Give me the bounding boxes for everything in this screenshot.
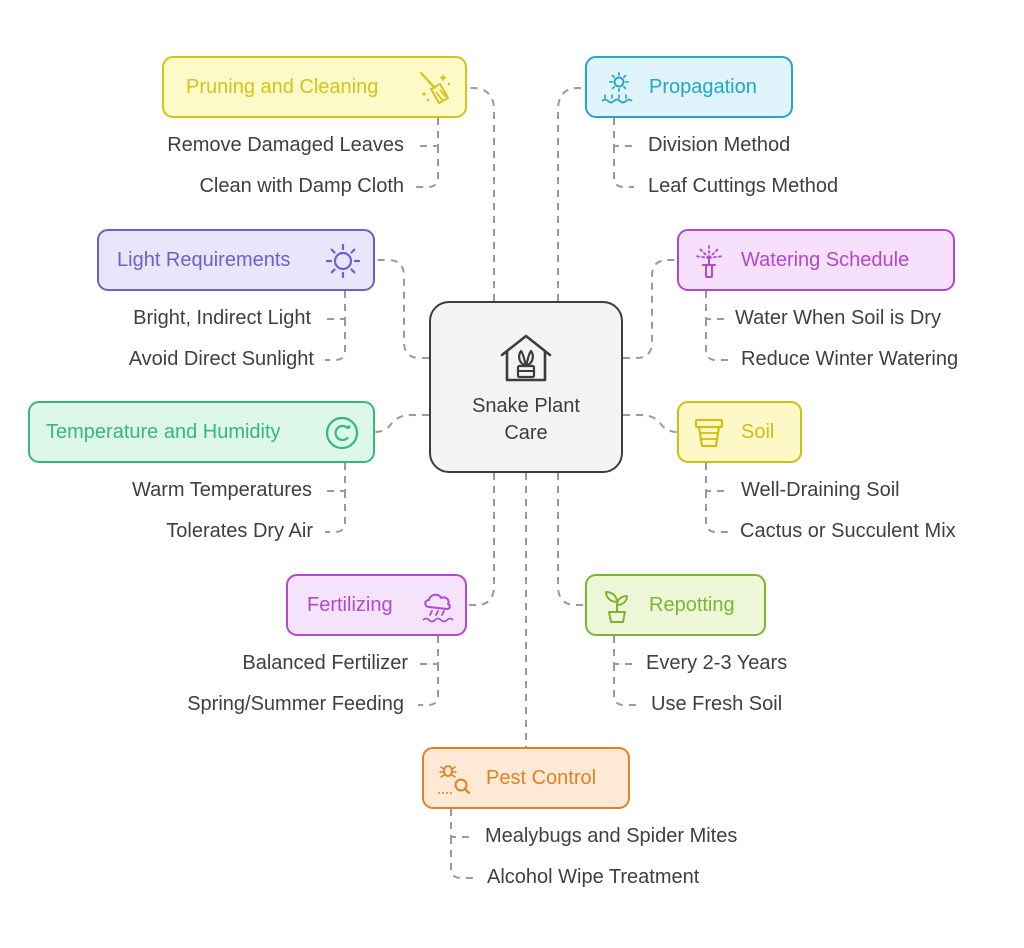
item-warm-temperatures: Warm Temperatures xyxy=(131,479,312,501)
connector-temperature-item1 xyxy=(325,463,346,492)
item-well-draining-soil: Well-Draining Soil xyxy=(741,479,900,501)
topic-label: Fertilizing xyxy=(307,593,393,616)
item-division-method: Division Method xyxy=(648,134,791,156)
item-every-2-3-years: Every 2-3 Years xyxy=(646,652,788,674)
sprinkler-icon xyxy=(691,243,727,279)
center-title-line2: Care xyxy=(504,422,548,444)
connector-watering-item2 xyxy=(705,319,728,361)
connector-fertilizing-item1 xyxy=(418,636,439,665)
item-balanced-fertilizer: Balanced Fertilizer xyxy=(242,652,408,674)
item-spring-summer-feeding: Spring/Summer Feeding xyxy=(187,693,404,715)
topic-label: Propagation xyxy=(649,75,757,98)
topic-label: Repotting xyxy=(649,593,735,616)
connector-pest-item1 xyxy=(450,809,471,838)
sprout-sun-icon xyxy=(599,70,635,106)
sun-icon xyxy=(325,243,361,279)
connector-light-item1 xyxy=(325,291,346,320)
pot-icon xyxy=(691,415,727,451)
topic-pest-control: Pest Control xyxy=(422,747,630,809)
topic-label: Light Requirements xyxy=(117,248,291,271)
connector-propagation-item2 xyxy=(613,146,634,188)
rain-cloud-icon xyxy=(420,588,456,624)
connector-pruning-item2 xyxy=(415,146,439,188)
item-water-when-soil-is-dry: Water When Soil is Dry xyxy=(735,307,941,329)
connector-fertilizing xyxy=(467,473,495,606)
item-tolerates-dry-air: Tolerates Dry Air xyxy=(166,520,313,542)
item-bright-indirect-light: Bright, Indirect Light xyxy=(133,307,311,329)
topic-fertilizing: Fertilizing xyxy=(286,574,467,636)
bug-search-icon xyxy=(436,761,472,797)
connector-propagation-item1 xyxy=(613,118,634,147)
connector-soil xyxy=(623,414,678,433)
topic-temperature-and-humidity: Temperature and Humidity xyxy=(28,401,375,463)
topic-label: Temperature and Humidity xyxy=(46,420,281,443)
connector-pruning-item1 xyxy=(415,118,439,147)
connector-pruning xyxy=(466,87,495,301)
item-cactus-or-succulent-mix: Cactus or Succulent Mix xyxy=(740,520,956,542)
connector-watering xyxy=(623,259,677,359)
connector-pest-item2 xyxy=(450,837,473,879)
item-leaf-cuttings-method: Leaf Cuttings Method xyxy=(648,175,839,197)
item-alcohol-wipe-treatment: Alcohol Wipe Treatment xyxy=(487,866,700,888)
connector-soil-item1 xyxy=(705,463,728,492)
topic-label: Watering Schedule xyxy=(741,248,910,271)
item-remove-damaged-leaves: Remove Damaged Leaves xyxy=(167,134,404,156)
center-title-line1: Snake Plant xyxy=(472,395,580,417)
item-use-fresh-soil: Use Fresh Soil xyxy=(651,693,783,715)
connector-fertilizing-item2 xyxy=(418,664,439,706)
connector-repotting xyxy=(557,473,585,606)
topic-pruning-and-cleaning: Pruning and Cleaning xyxy=(162,56,467,118)
topic-soil: Soil xyxy=(677,401,802,463)
thermostat-icon xyxy=(324,415,360,451)
connector-repotting-item1 xyxy=(613,636,634,665)
item-clean-with-damp-cloth: Clean with Damp Cloth xyxy=(199,175,404,197)
item-mealybugs-and-spider-mites: Mealybugs and Spider Mites xyxy=(485,825,738,847)
topic-label: Pruning and Cleaning xyxy=(186,75,379,98)
plant-house-icon xyxy=(500,334,552,382)
broom-icon xyxy=(416,70,452,106)
topic-repotting: Repotting xyxy=(585,574,766,636)
item-reduce-winter-watering: Reduce Winter Watering xyxy=(741,348,959,370)
connector-light xyxy=(375,259,429,359)
topic-light-requirements: Light Requirements xyxy=(97,229,375,291)
connector-repotting-item2 xyxy=(613,664,638,706)
potted-plant-icon xyxy=(599,588,635,624)
topic-propagation: Propagation xyxy=(585,56,793,118)
topic-watering-schedule: Watering Schedule xyxy=(677,229,955,291)
topic-label: Pest Control xyxy=(486,766,597,789)
connector-temperature-item2 xyxy=(325,491,346,533)
connector-light-item2 xyxy=(325,319,346,361)
connector-propagation xyxy=(557,87,585,301)
center-node: Snake Plant Care xyxy=(429,301,623,473)
connector-soil-item2 xyxy=(705,491,728,533)
connector-temperature xyxy=(374,414,429,433)
item-avoid-direct-sunlight: Avoid Direct Sunlight xyxy=(128,348,314,370)
connector-watering-item1 xyxy=(705,291,726,320)
topic-label: Soil xyxy=(741,420,775,443)
